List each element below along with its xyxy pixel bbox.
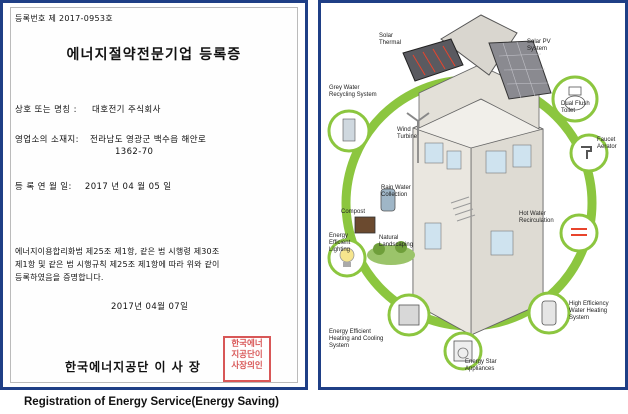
label-energy-heating: Energy Efficient Heating and Cooling Sys…	[329, 329, 384, 349]
label-dual-flush: Dual Flush Toilet	[561, 101, 590, 114]
hot-water-circle	[559, 213, 599, 253]
shrub-icon	[373, 243, 385, 255]
address-row: 영업소의 소재지: 전라남도 영광군 백수읍 해안로	[15, 133, 206, 145]
shrub-icon	[395, 241, 407, 253]
stairs	[450, 196, 476, 222]
faucet-icon	[581, 146, 592, 159]
regdate-label: 등 록 연 월 일:	[15, 182, 72, 192]
water-heater-icon	[541, 300, 557, 326]
regdate-value: 2017 년 04 월 05 일	[84, 182, 172, 192]
address-value-2: 1362-70	[115, 147, 154, 157]
label-rain-water: Rain Water Collection	[381, 185, 411, 198]
body-line-1: 에너지이용합리화법 제25조 제1항, 같은 법 시행령 제30조	[15, 247, 220, 256]
body-line-2: 제1항 및 같은 법 시행규칙 제25조 제1항에 따라 위와 같이	[15, 260, 220, 269]
certificate-title: 에너지절약전문기업 등록증	[66, 47, 242, 63]
label-high-efficiency: High Efficiency Water Heating System	[569, 301, 609, 321]
registration-number: 등록번호 제 2017-0953호	[15, 14, 113, 23]
label-solar-thermal: Solar Thermal	[379, 33, 402, 46]
faucet-circle	[569, 133, 609, 173]
rain-barrel	[380, 188, 396, 212]
body-line-3: 등록하였음을 증명합니다.	[15, 273, 104, 282]
label-wind-turbine: Wind Turbine	[397, 127, 418, 140]
compost-bin	[354, 216, 376, 234]
label-energy-star: Energy Star Appliances	[465, 359, 497, 372]
company-value: 대호전기 주식회사	[92, 105, 161, 115]
label-energy-lighting: Energy Efficient Lighting	[329, 233, 351, 253]
seal-line-1: 한국에너	[231, 339, 263, 349]
green-house-illustration	[327, 14, 609, 371]
wind-turbine	[406, 112, 430, 163]
windows	[424, 142, 532, 256]
seal-line-2: 지공단이	[231, 350, 263, 360]
issuer-name: 한국에너지공단 이 사 장	[65, 360, 201, 374]
grey-water-tank-icon	[342, 118, 356, 142]
certificate-panel: 등록번호 제 2017-0953호 에너지절약전문기업 등록증 상호 또는 명칭…	[0, 0, 308, 390]
green-house-panel: Solar Thermal Solar PV System Grey Water…	[318, 0, 628, 390]
label-compost: Compost	[341, 209, 366, 215]
official-seal: 한국에너 지공단이 사장의인	[223, 336, 271, 382]
label-solar-pv: Solar PV System	[527, 39, 551, 52]
label-hot-water: Hot Water Recirculation	[519, 211, 554, 224]
issue-date: 2017년 04월 07일	[111, 302, 189, 312]
regdate-row: 등 록 연 월 일: 2017 년 04 월 05 일	[15, 180, 172, 192]
label-natural-landscaping: Natural Landscaping	[379, 235, 414, 248]
bulb-base-icon	[343, 262, 351, 267]
address-value: 전라남도 영광군 백수읍 해안로	[90, 135, 207, 145]
company-label: 상호 또는 명칭 :	[15, 105, 77, 115]
seal-line-3: 사장의인	[231, 361, 263, 371]
certificate-document: 등록번호 제 2017-0953호 에너지절약전문기업 등록증 상호 또는 명칭…	[10, 7, 298, 383]
solar-thermal-pipes	[412, 45, 456, 76]
hvac-unit-icon	[398, 304, 420, 326]
solar-thermal-panel	[402, 38, 464, 82]
image-caption: Registration of Energy Service(Energy Sa…	[24, 396, 279, 408]
solar-pv-grid	[498, 41, 549, 99]
certificate-body: 에너지이용합리화법 제25조 제1항, 같은 법 시행령 제30조 제1항 및 …	[15, 245, 295, 284]
appliance-icon	[453, 340, 473, 362]
washer-door-icon	[457, 347, 469, 359]
label-grey-water: Grey Water Recycling System	[329, 85, 377, 98]
recirculation-pipes-icon	[571, 228, 587, 236]
address-label: 영업소의 소재지:	[15, 135, 79, 145]
label-faucet: Faucet Aerator	[597, 137, 617, 150]
toilet-tank-icon	[568, 86, 582, 96]
company-row: 상호 또는 명칭 : 대호전기 주식회사	[15, 103, 161, 115]
toilet-icon	[564, 95, 586, 111]
